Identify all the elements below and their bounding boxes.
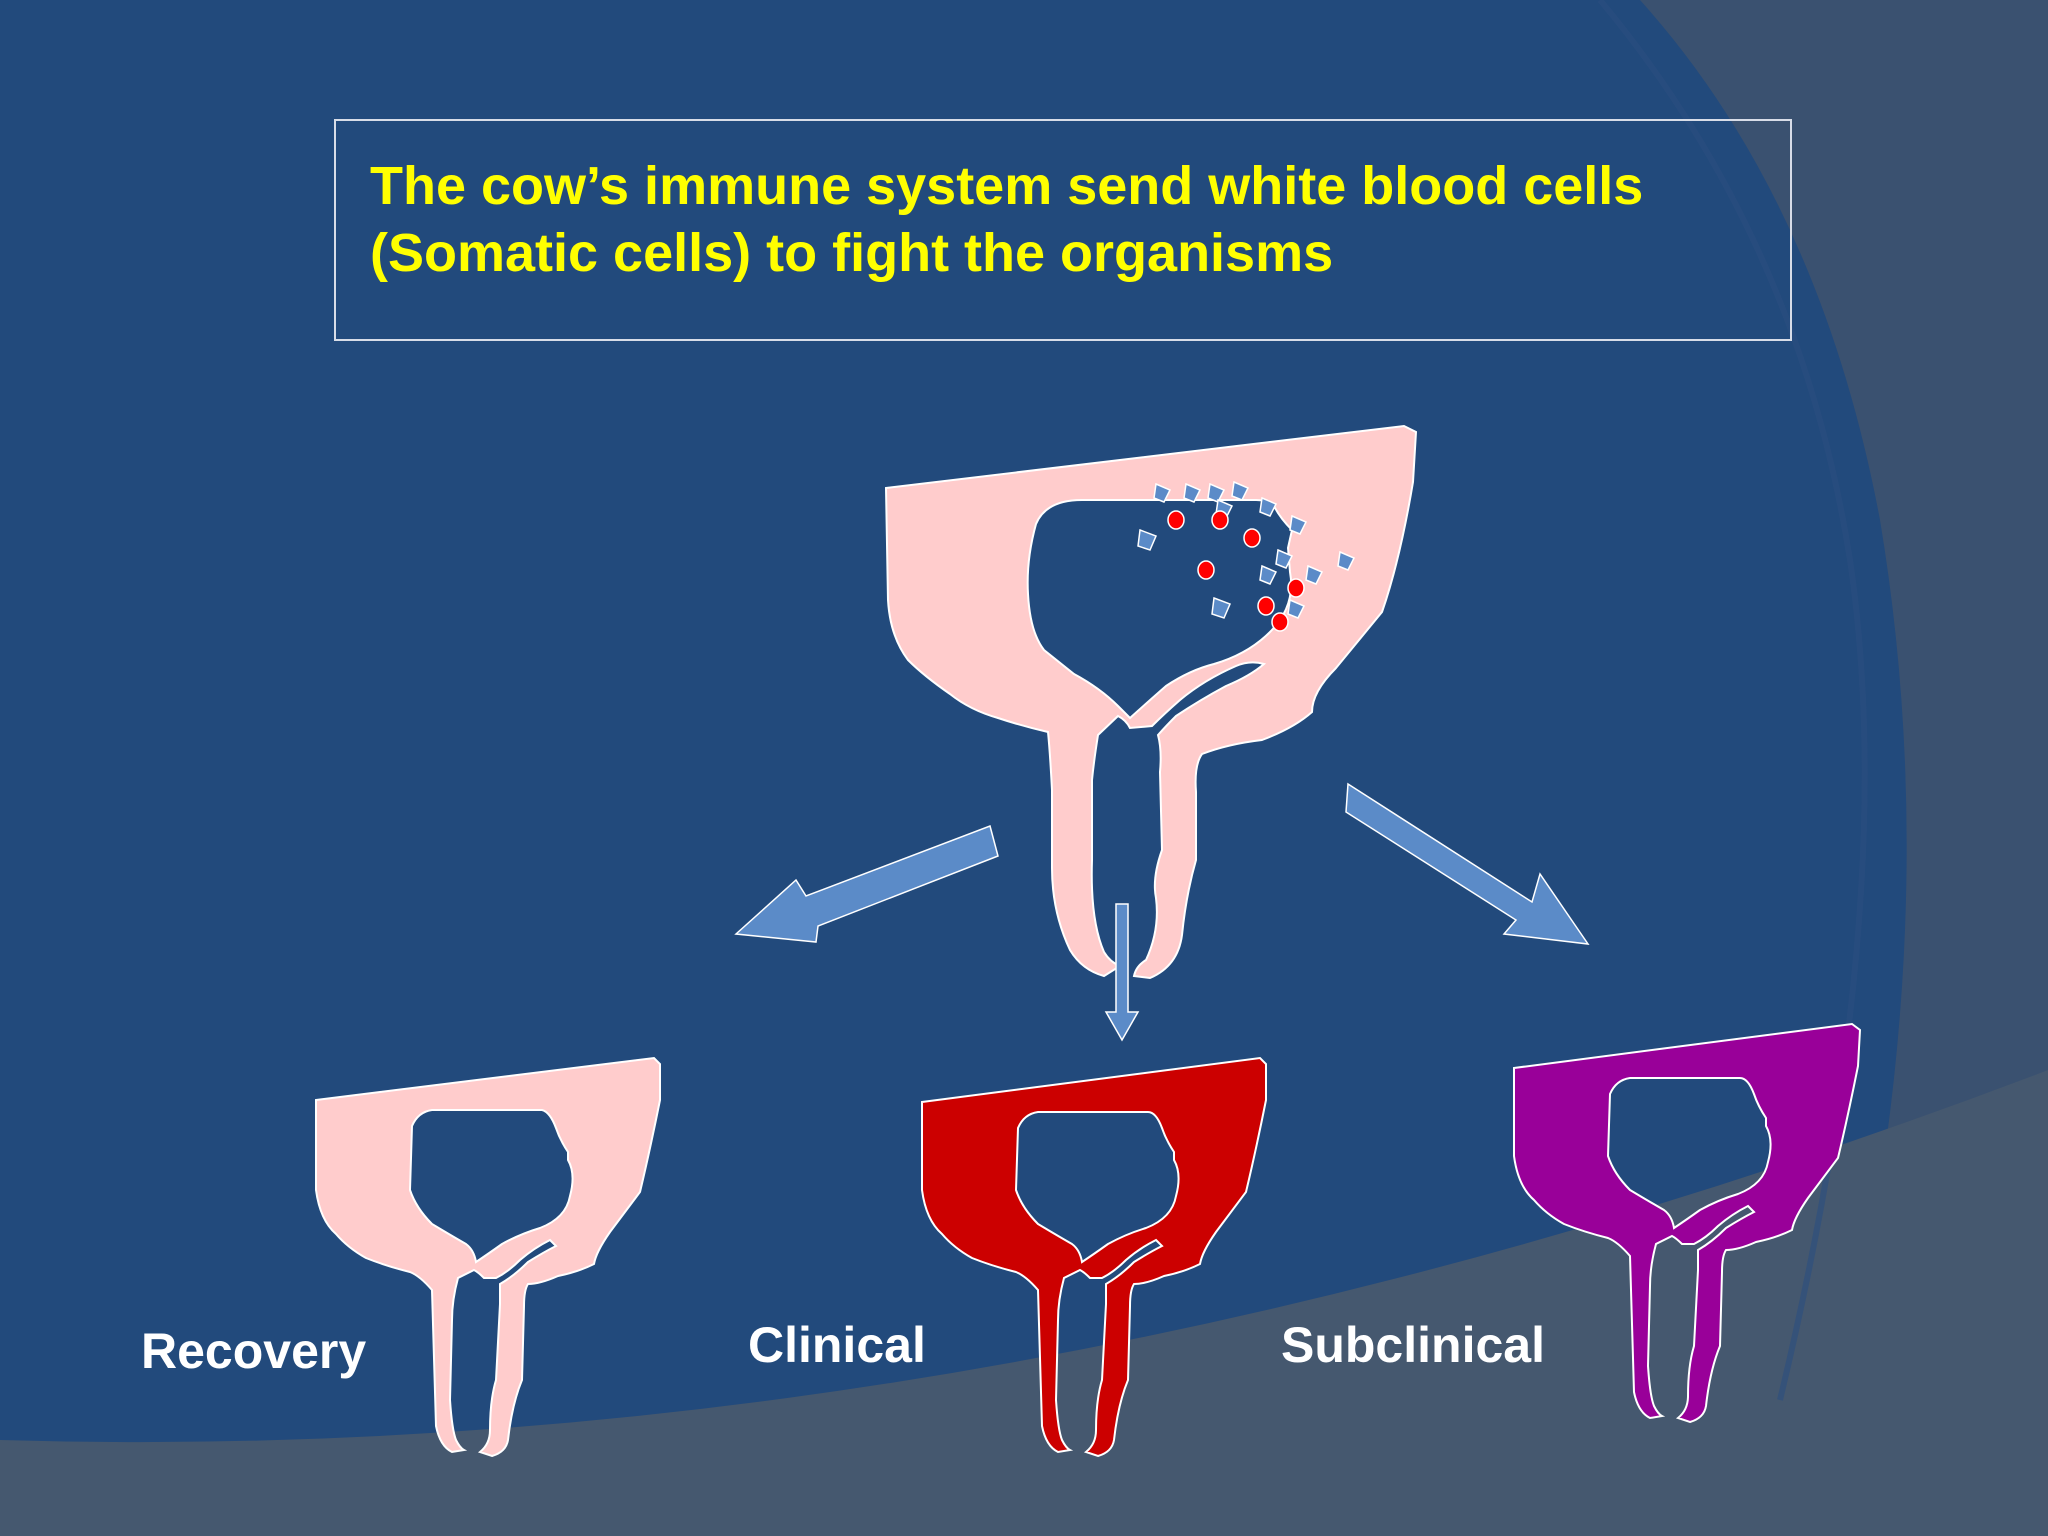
subclinical-label: Subclinical	[1281, 1317, 1545, 1373]
title-box: The cow’s immune system send white blood…	[334, 119, 1792, 341]
clinical-label: Clinical	[748, 1317, 926, 1373]
white-blood-cells	[1137, 480, 1356, 619]
udder-subclinical	[1513, 1022, 1862, 1424]
arrow-left	[734, 825, 999, 943]
udder-clinical	[921, 1056, 1267, 1458]
outcome-arrows	[734, 782, 1590, 1042]
udder-infected	[884, 424, 1418, 980]
arrow-down	[1104, 903, 1140, 1042]
title-line-2: (Somatic cells) to fight the organisms	[370, 223, 1334, 283]
title-line-1: The cow’s immune system send white blood…	[370, 156, 1644, 216]
recovery-label: Recovery	[141, 1323, 367, 1379]
slide-title: The cow’s immune system send white blood…	[370, 153, 1756, 287]
bacteria	[1167, 510, 1305, 632]
udder-recovery	[315, 1056, 661, 1458]
arrow-right	[1345, 782, 1590, 945]
